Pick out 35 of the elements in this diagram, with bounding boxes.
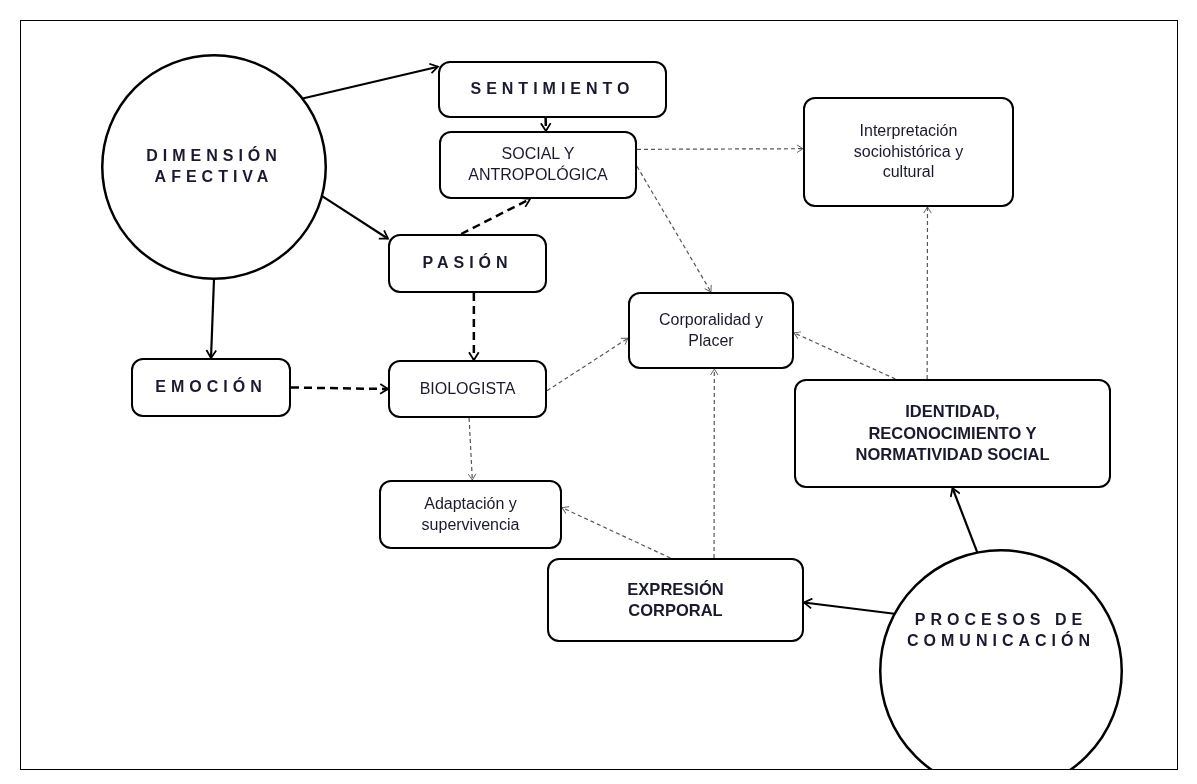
node-label: Adaptación y supervivencia (420, 493, 521, 535)
arrow (540, 117, 552, 132)
concept-box (803, 97, 1014, 207)
node-label: PROCESOS DE COMUNICACIÓN (906, 610, 1096, 651)
node-label: IDENTIDAD, RECONOCIMIENTO Y NORMATIVIDAD SOCIAL (854, 401, 1051, 466)
arrow (793, 331, 897, 380)
arrow (468, 293, 480, 361)
concept-box (547, 558, 804, 642)
node-label: SOCIAL Y ANTROPOLÓGICA (467, 144, 609, 185)
arrow (302, 62, 439, 100)
arrow (290, 383, 389, 395)
concept-circle (101, 54, 327, 280)
arrow (321, 195, 389, 240)
concept-box (379, 480, 562, 549)
arrow (803, 597, 895, 615)
node-label: DIMENSIÓN AFECTIVA (145, 146, 283, 187)
node-label: Corporalidad y Placer (657, 309, 765, 351)
node-label: Interpretación sociohistórica y cultural (852, 120, 965, 183)
arrow (546, 337, 629, 392)
concept-box (439, 131, 637, 199)
arrow (636, 165, 712, 293)
node-label: EXPRESIÓN CORPORAL (626, 578, 725, 621)
concept-box (794, 379, 1111, 488)
concept-box (388, 234, 547, 293)
arrow (949, 487, 979, 553)
arrow (205, 278, 218, 359)
arrow (460, 197, 531, 236)
concept-box (628, 292, 794, 369)
concept-box (388, 360, 547, 418)
concept-box (131, 358, 291, 417)
node-label: PASIÓN (422, 253, 513, 274)
node-label: BIOLOGISTA (419, 378, 516, 399)
concept-box (438, 61, 667, 118)
node-label: EMOCIÓN (155, 377, 267, 398)
node-label: SENTIMIENTO (470, 79, 635, 100)
